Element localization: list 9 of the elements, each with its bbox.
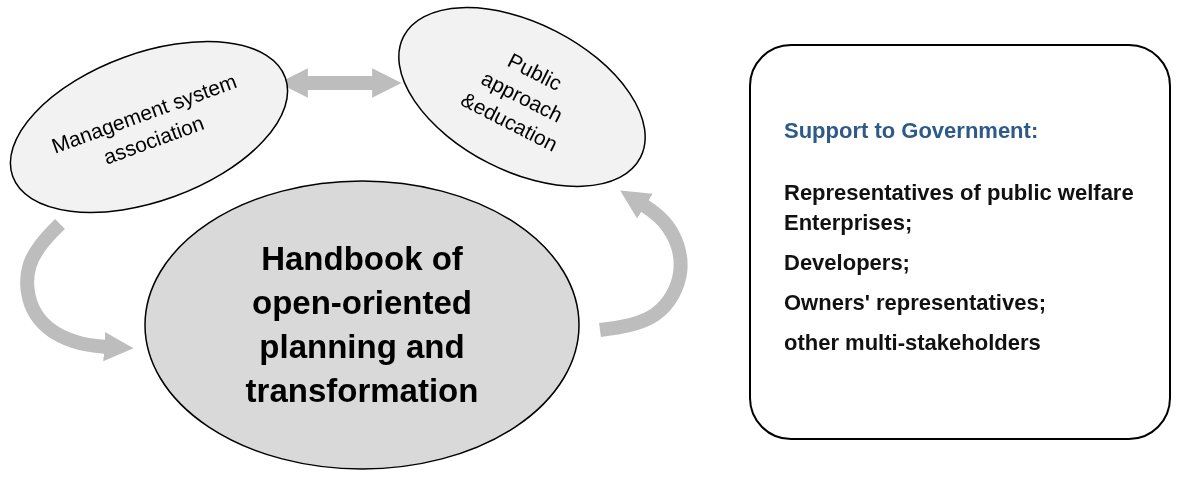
rounded-panel <box>749 44 1171 440</box>
list-item: Owners' representatives; <box>784 289 1047 317</box>
list-item: other multi-stakeholders <box>784 329 1042 357</box>
list-item: Representatives of public welfare Enterprises; <box>784 179 1135 237</box>
arrow <box>20 219 134 362</box>
arrow <box>599 190 688 337</box>
list-item: Developers; <box>784 249 911 277</box>
ellipse-label: Handbook of open-oriented planning and transformation <box>244 239 480 411</box>
panel-heading: Support to Government: <box>784 118 1040 144</box>
